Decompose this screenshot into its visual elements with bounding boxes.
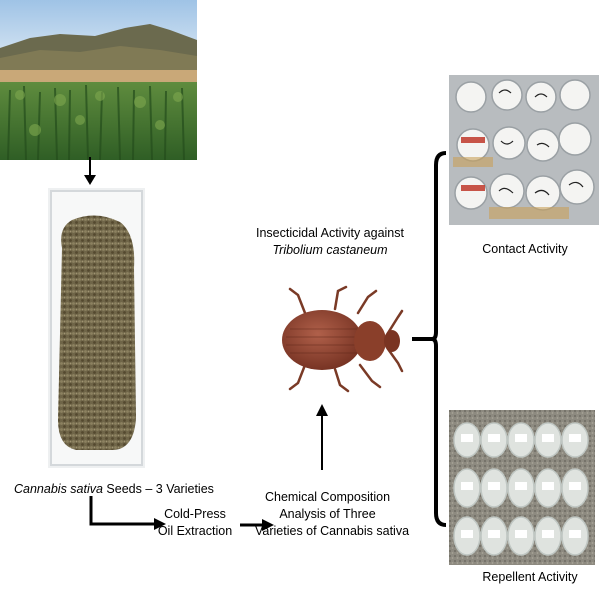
hemp-field-photo (0, 0, 197, 160)
arrow-extraction-to-composition (240, 519, 274, 531)
elbow-arrow-seeds-to-extraction (89, 496, 166, 530)
composition-label: Chemical Composition Analysis of Three V… (255, 489, 410, 540)
insecticidal-species: Tribolium castaneum (272, 243, 388, 257)
seeds-tray-photo (48, 188, 145, 468)
extraction-line1: Cold-Press (164, 507, 226, 521)
tribolium-beetle-image (282, 285, 404, 393)
contact-activity-photo (449, 75, 599, 225)
extraction-line2: Oil Extraction (157, 524, 233, 538)
seeds-suffix: Seeds – 3 Varieties (102, 482, 214, 496)
composition-line2: Analysis of Three (279, 507, 376, 521)
composition-line3: Varieties of Cannabis sativa (255, 524, 410, 538)
repellent-activity-photo (449, 410, 595, 565)
insecticidal-label: Insecticidal Activity against Tribolium … (240, 225, 420, 259)
seeds-species: Cannabis sativa (14, 482, 103, 496)
insecticidal-line1: Insecticidal Activity against (256, 226, 404, 240)
down-arrow-field-to-seeds (84, 157, 96, 185)
bracket-to-activities (412, 151, 447, 527)
extraction-label: Cold-Press Oil Extraction (150, 506, 240, 540)
contact-activity-label: Contact Activity (482, 242, 568, 256)
seeds-label: Cannabis sativa Seeds – 3 Varieties (14, 481, 214, 498)
composition-line1: Chemical Composition (264, 490, 391, 504)
up-arrow-composition-to-beetle (316, 404, 328, 470)
repellent-activity-label: Repellent Activity (482, 570, 578, 584)
